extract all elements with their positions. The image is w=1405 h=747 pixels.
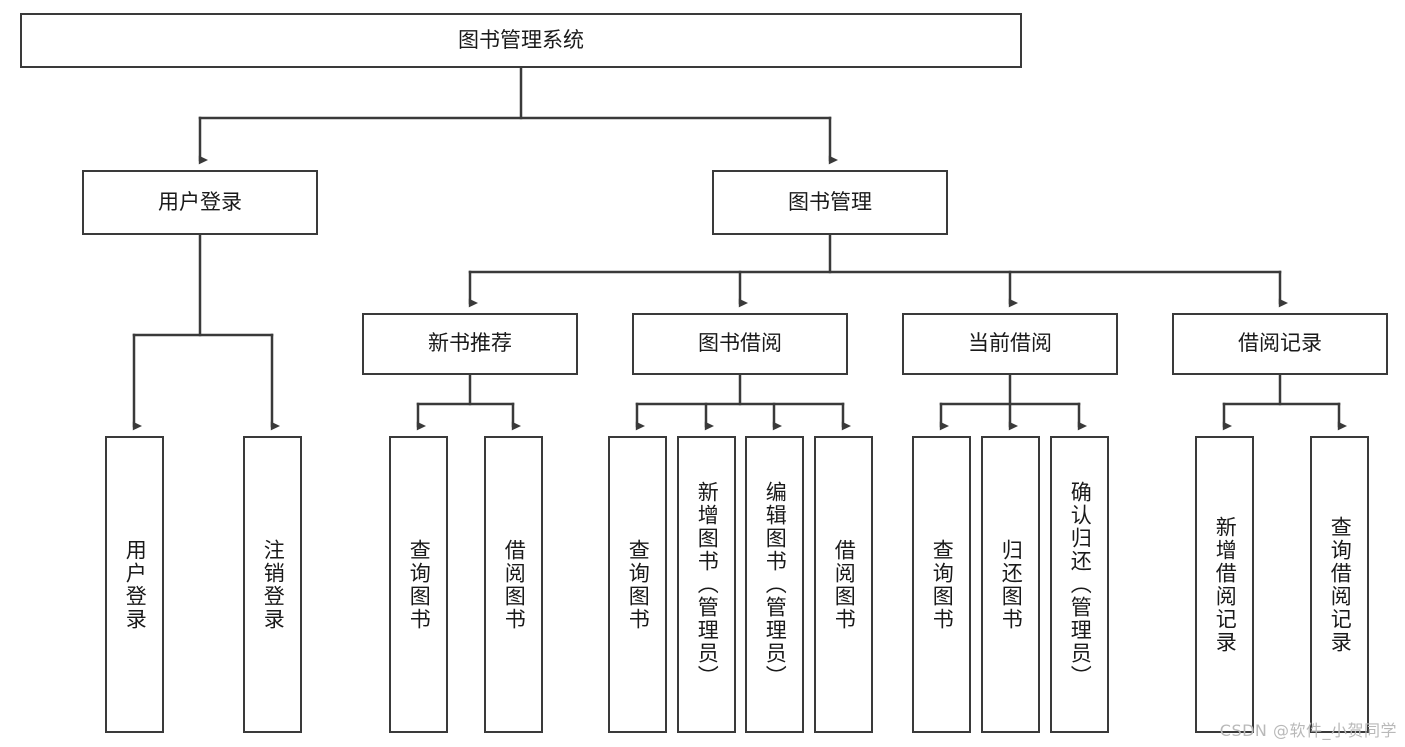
node-label: 查询图书: [930, 538, 955, 631]
node-label: 归还图书: [999, 538, 1024, 631]
node-label: 图书借阅: [698, 331, 782, 356]
node-label: 新书推荐: [428, 331, 512, 356]
node-leaf-return-book[interactable]: 归还图书: [981, 436, 1040, 733]
node-label: 图书管理: [788, 189, 872, 214]
node-label: 借阅记录: [1238, 331, 1322, 356]
node-leaf-confirm-return[interactable]: 确认归还（管理员）: [1050, 436, 1109, 733]
node-book-borrow[interactable]: 图书借阅: [632, 313, 848, 375]
node-leaf-add-book[interactable]: 新增图书（管理员）: [677, 436, 736, 733]
node-leaf-user-login[interactable]: 用户登录: [105, 436, 164, 733]
node-label: 查询图书: [407, 538, 432, 631]
node-label: 编辑图书（管理员）: [763, 481, 788, 688]
node-label: 查询图书: [626, 538, 651, 631]
node-label: 用户登录: [158, 189, 242, 214]
node-leaf-borrow-book-1[interactable]: 借阅图书: [484, 436, 543, 733]
node-current-borrow[interactable]: 当前借阅: [902, 313, 1118, 375]
node-leaf-query-book-1[interactable]: 查询图书: [389, 436, 448, 733]
node-leaf-edit-book[interactable]: 编辑图书（管理员）: [745, 436, 804, 733]
node-label: 注销登录: [261, 538, 286, 631]
node-leaf-query-book-2[interactable]: 查询图书: [608, 436, 667, 733]
node-label: 借阅图书: [502, 538, 527, 631]
node-user-login[interactable]: 用户登录: [82, 170, 318, 235]
node-leaf-borrow-book-2[interactable]: 借阅图书: [814, 436, 873, 733]
node-label: 借阅图书: [832, 538, 857, 631]
node-leaf-add-record[interactable]: 新增借阅记录: [1195, 436, 1254, 733]
node-borrow-record[interactable]: 借阅记录: [1172, 313, 1388, 375]
node-label: 查询借阅记录: [1328, 515, 1353, 654]
node-label: 确认归还（管理员）: [1068, 481, 1093, 688]
node-new-book-recommend[interactable]: 新书推荐: [362, 313, 578, 375]
node-label: 图书管理系统: [458, 27, 584, 52]
node-root-system[interactable]: 图书管理系统: [20, 13, 1022, 68]
node-leaf-query-record[interactable]: 查询借阅记录: [1310, 436, 1369, 733]
node-book-management[interactable]: 图书管理: [712, 170, 948, 235]
node-label: 用户登录: [123, 538, 148, 631]
node-label: 当前借阅: [968, 331, 1052, 356]
node-label: 新增借阅记录: [1213, 515, 1238, 654]
node-leaf-query-book-3[interactable]: 查询图书: [912, 436, 971, 733]
node-label: 新增图书（管理员）: [695, 481, 720, 688]
node-leaf-logout-login[interactable]: 注销登录: [243, 436, 302, 733]
